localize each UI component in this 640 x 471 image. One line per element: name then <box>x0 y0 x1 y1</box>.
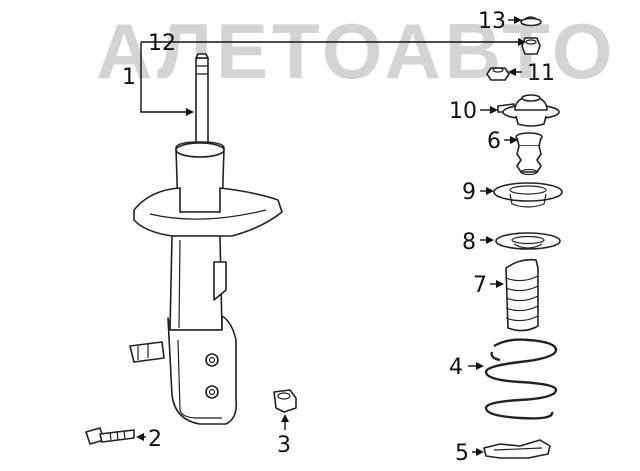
callout-13: 13 <box>478 9 506 34</box>
part-6-bump-stop <box>515 132 543 176</box>
leader-lines <box>136 16 526 456</box>
callout-10: 10 <box>449 99 477 124</box>
callout-4: 4 <box>449 355 463 380</box>
part-10-strut-mount <box>497 94 560 127</box>
part-12-nut <box>521 37 541 55</box>
part-8-insulator <box>495 232 561 250</box>
callout-3: 3 <box>277 433 291 458</box>
callout-1: 1 <box>122 65 136 90</box>
callout-12: 12 <box>148 31 176 56</box>
part-4-coil-spring <box>484 338 558 420</box>
part-13-cap <box>520 16 542 27</box>
part-7-dust-boot <box>505 258 539 332</box>
callout-8: 8 <box>462 230 476 255</box>
strut-assembly <box>129 53 283 425</box>
callout-7: 7 <box>473 273 487 298</box>
part-2-bolt <box>85 427 135 445</box>
callout-11: 11 <box>527 61 555 86</box>
callout-9: 9 <box>462 180 476 205</box>
callout-2: 2 <box>148 427 162 452</box>
part-3-nut <box>273 389 297 413</box>
part-5-lower-spring-seat <box>483 439 551 459</box>
part-9-upper-spring-seat <box>493 182 563 208</box>
part-11-nut <box>486 67 510 81</box>
callout-6: 6 <box>487 129 501 154</box>
callout-5: 5 <box>455 441 469 466</box>
